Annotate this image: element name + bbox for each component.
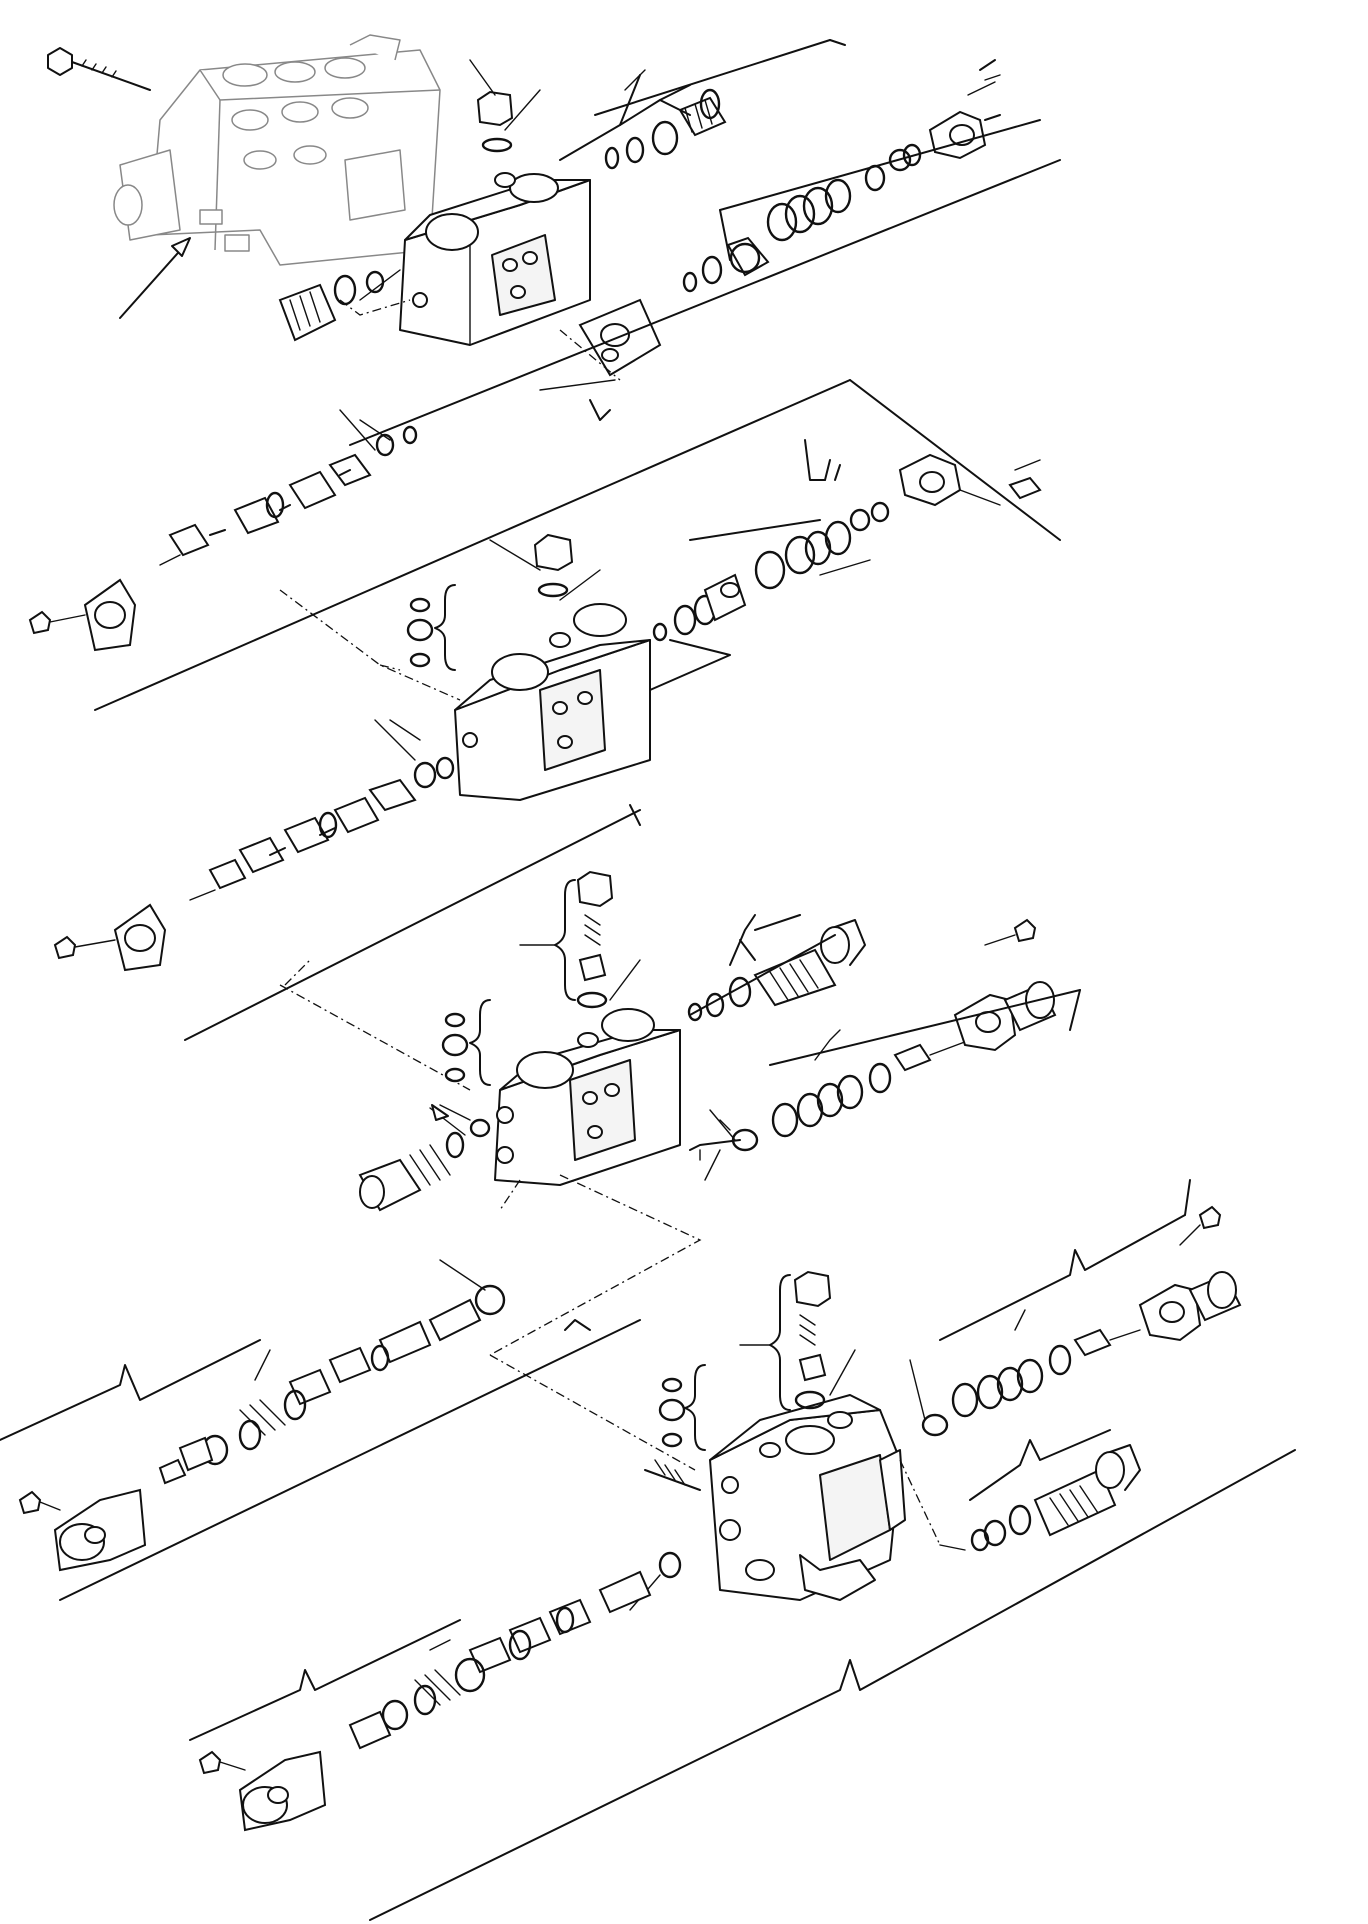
valve-section-3 [279,870,1081,1356]
valve-section-2 [53,379,1061,1041]
valve-assembly-overview [47,34,441,319]
valve-section-1 [28,39,1061,652]
valve-section-4 [0,1179,1296,1921]
